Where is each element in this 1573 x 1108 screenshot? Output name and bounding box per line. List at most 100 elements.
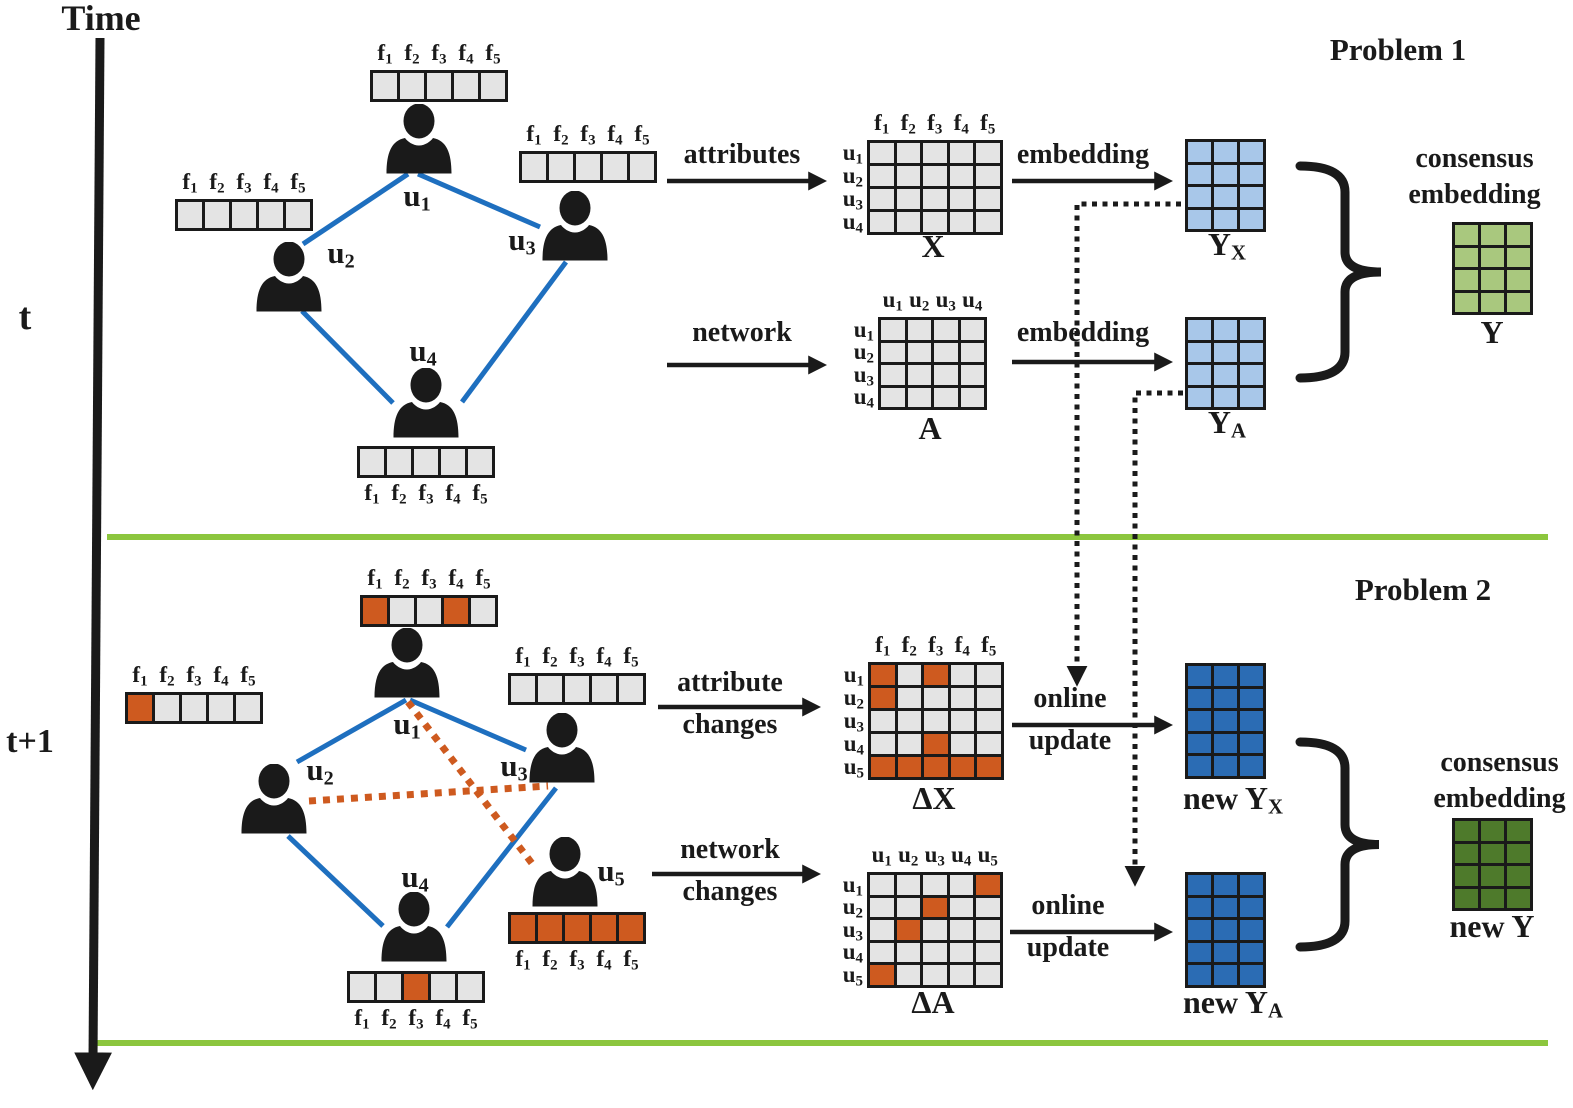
vector-u3-t-cell-r1c3 bbox=[576, 154, 600, 180]
vector-u5-t1-col-label-1: f1 bbox=[515, 946, 531, 974]
matrix-a-row-label-4: u4 bbox=[853, 384, 874, 412]
matrix-x-cell-r1c3 bbox=[923, 143, 947, 163]
node-label-u5-t1: u5 bbox=[597, 853, 625, 891]
vector-u5-t1-col-label-5: f5 bbox=[623, 946, 639, 974]
vector-u1-t1-col-label-2: f2 bbox=[394, 565, 410, 593]
online-update-1-line2: update bbox=[1028, 725, 1112, 756]
matrix-a-cell-r4c2 bbox=[907, 387, 931, 407]
vector-u3-t1-col-label-1: f1 bbox=[515, 643, 531, 671]
user-icon bbox=[256, 241, 322, 312]
matrix-yx-cell-r3c2 bbox=[1214, 187, 1237, 207]
vector-u2-t1 bbox=[125, 692, 263, 724]
matrix-x-cell-r4c5 bbox=[976, 212, 1000, 232]
matrix-ya-cell-r3c1 bbox=[1188, 365, 1211, 385]
attributes-label: attributes bbox=[683, 139, 801, 170]
matrix-y-cell-r1c1 bbox=[1455, 225, 1478, 245]
matrix-da-col-label-2: u2 bbox=[898, 842, 919, 870]
node-label-u3-t: u3 bbox=[508, 222, 536, 260]
matrix-new-y-cell-r2c3 bbox=[1507, 843, 1530, 863]
matrix-da-cell-r1c4 bbox=[949, 875, 973, 895]
matrix-da-cell-r1c2 bbox=[896, 875, 920, 895]
matrix-da-cell-r3c3 bbox=[923, 920, 947, 940]
matrix-y-cell-r3c1 bbox=[1455, 270, 1478, 290]
vector-u5-t1-cell-r1c5 bbox=[619, 915, 643, 941]
matrix-dx-cell-r2c1 bbox=[871, 688, 895, 708]
matrix-da-cell-r5c4 bbox=[949, 965, 973, 985]
matrix-new-ya-cell-r1c3 bbox=[1240, 875, 1263, 895]
matrix-yx bbox=[1185, 139, 1266, 232]
matrix-dx-cell-r2c3 bbox=[924, 688, 948, 708]
matrix-da-cell-r3c2 bbox=[896, 920, 920, 940]
vector-u5-t1-cell-r1c2 bbox=[538, 915, 562, 941]
matrix-new-yx-caption: new YX bbox=[1182, 780, 1284, 819]
consensus-2-line2: embedding bbox=[1433, 783, 1566, 814]
matrix-dx-cell-r4c5 bbox=[977, 734, 1001, 754]
vector-u4-t1-col-label-3: f3 bbox=[408, 1005, 424, 1033]
matrix-dx-cell-r5c4 bbox=[950, 757, 974, 777]
vector-u3-t-cell-r1c5 bbox=[630, 154, 654, 180]
network-edge-3 bbox=[300, 309, 395, 405]
matrix-ya-cell-r2c3 bbox=[1240, 342, 1263, 362]
matrix-dx-col-label-2: f2 bbox=[901, 632, 917, 660]
problem-1: Problem 1 bbox=[1329, 32, 1467, 67]
matrix-y bbox=[1452, 222, 1533, 315]
matrix-da-cell-r2c1 bbox=[870, 897, 894, 917]
node-label-u1-t: u1 bbox=[403, 178, 431, 216]
matrix-x-caption: X bbox=[921, 228, 945, 264]
consensus-brace-2 bbox=[1295, 737, 1380, 952]
matrix-da-cell-r2c3 bbox=[923, 897, 947, 917]
matrix-ya-cell-r1c2 bbox=[1214, 320, 1237, 340]
matrix-new-yx-cell-r2c1 bbox=[1188, 688, 1211, 708]
attribute-changes-line2: changes bbox=[682, 709, 778, 740]
vector-u2-t-cell-r1c2 bbox=[205, 202, 229, 228]
matrix-x-cell-r3c2 bbox=[896, 189, 920, 209]
vector-u3-t1-cell-r1c5 bbox=[619, 676, 643, 702]
vector-u3-t1-col-label-2: f2 bbox=[542, 643, 558, 671]
vector-u1-t-col-label-2: f2 bbox=[404, 40, 420, 68]
matrix-da-row-label-4: u4 bbox=[842, 939, 863, 967]
vector-u1-t1-col-label-5: f5 bbox=[475, 565, 491, 593]
vector-u3-t-col-label-5: f5 bbox=[634, 121, 650, 149]
matrix-a-cell-r2c4 bbox=[960, 342, 984, 362]
matrix-new-ya-cell-r3c3 bbox=[1240, 920, 1263, 940]
vector-u4-t1-col-label-4: f4 bbox=[435, 1005, 451, 1033]
matrix-da-cell-r4c2 bbox=[896, 942, 920, 962]
matrix-x-cell-r1c5 bbox=[976, 143, 1000, 163]
person-u3-t1 bbox=[528, 712, 596, 788]
matrix-new-y-cell-r1c2 bbox=[1481, 821, 1504, 841]
matrix-new-ya-cell-r4c2 bbox=[1214, 942, 1237, 962]
matrix-a-caption: A bbox=[918, 410, 942, 446]
node-label-u2-t1: u2 bbox=[306, 752, 334, 790]
matrix-dx-cell-r4c3 bbox=[924, 734, 948, 754]
matrix-new-ya-cell-r4c1 bbox=[1188, 942, 1211, 962]
matrix-new-yx-cell-r3c2 bbox=[1214, 711, 1237, 731]
time-title: Time bbox=[61, 0, 141, 38]
matrix-dx-cell-r4c1 bbox=[871, 734, 895, 754]
vector-u2-t1-col-label-1: f1 bbox=[132, 662, 148, 690]
matrix-x-cell-r4c4 bbox=[949, 212, 973, 232]
user-icon bbox=[532, 836, 598, 907]
node-label-u4-t: u4 bbox=[409, 333, 437, 371]
vector-u4-t1-cell-r1c3 bbox=[404, 974, 428, 1000]
vector-u3-t1-col-label-3: f3 bbox=[569, 643, 585, 671]
vector-u5-t1 bbox=[508, 912, 646, 944]
consensus-1-line1: consensus bbox=[1415, 143, 1534, 174]
matrix-a-cell-r3c2 bbox=[907, 365, 931, 385]
vector-u3-t bbox=[519, 151, 657, 183]
vector-u2-t1-cell-r1c1 bbox=[128, 695, 152, 721]
matrix-yx-cell-r2c1 bbox=[1188, 164, 1211, 184]
vector-u2-t-col-label-1: f1 bbox=[182, 169, 198, 197]
matrix-new-yx-cell-r1c3 bbox=[1240, 666, 1263, 686]
vector-u4-t1-cell-r1c5 bbox=[458, 974, 482, 1000]
matrix-a-cell-r3c1 bbox=[881, 365, 905, 385]
matrix-x-row-label-4: u4 bbox=[842, 209, 863, 237]
matrix-dx-cell-r1c4 bbox=[950, 665, 974, 685]
embedding-label-x: embedding bbox=[1016, 139, 1150, 170]
matrix-a-cell-r2c1 bbox=[881, 342, 905, 362]
vector-u1-t1-col-label-3: f3 bbox=[421, 565, 437, 593]
vector-u4-t-col-label-4: f4 bbox=[445, 480, 461, 508]
matrix-x-cell-r4c3 bbox=[923, 212, 947, 232]
matrix-da-cell-r1c3 bbox=[923, 875, 947, 895]
vector-u4-t1-cell-r1c4 bbox=[431, 974, 455, 1000]
